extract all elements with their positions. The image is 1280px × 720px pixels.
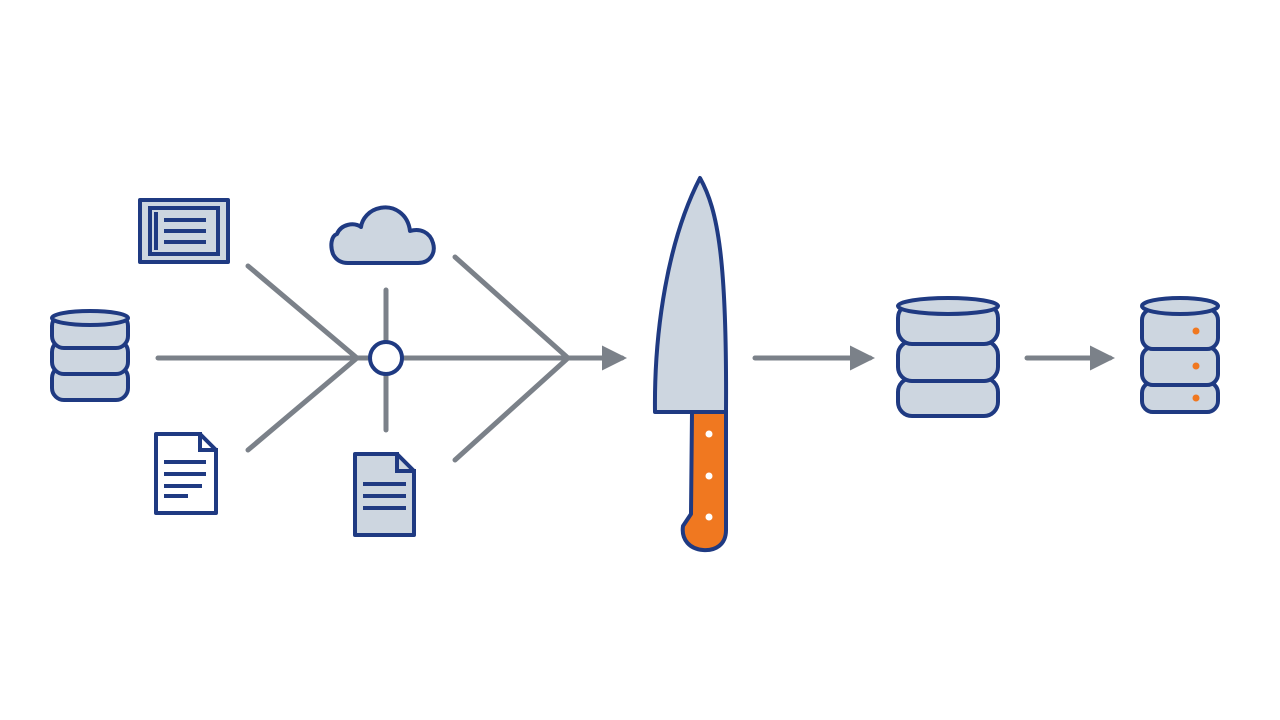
knife-handle xyxy=(680,410,728,553)
cloud-icon xyxy=(329,205,436,265)
staged-document-icon xyxy=(353,452,416,537)
document-icon xyxy=(154,432,218,515)
status-light xyxy=(1192,362,1200,370)
knife-blade xyxy=(652,176,729,414)
status-light xyxy=(1192,327,1200,335)
knife-icon xyxy=(652,176,729,553)
knife-rivet xyxy=(705,513,713,521)
lower-right-branch xyxy=(452,355,571,463)
status-light xyxy=(1192,394,1200,402)
upper-right-branch xyxy=(452,254,571,361)
server-database-icon xyxy=(1140,296,1220,414)
database-icon xyxy=(50,309,130,402)
database-stack-icon xyxy=(896,296,1000,418)
upper-left-branch xyxy=(245,263,360,361)
knife-rivet xyxy=(705,472,713,480)
lower-left-branch xyxy=(245,355,360,453)
web-page-icon xyxy=(138,198,230,264)
knife-rivet xyxy=(705,430,713,438)
merge-node-icon xyxy=(368,340,404,376)
